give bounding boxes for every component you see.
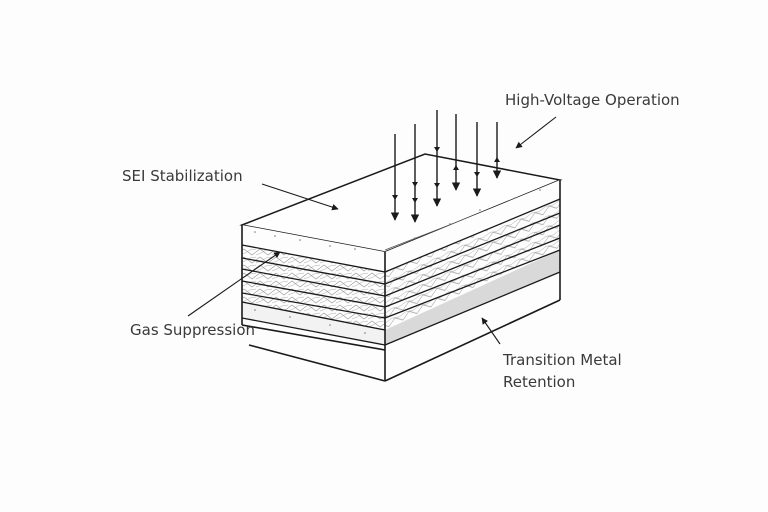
right-layer-region <box>385 199 560 330</box>
leader-lines <box>187 116 557 345</box>
block-outline <box>241 180 561 382</box>
leader-gas <box>187 251 281 317</box>
label-retention: Retention <box>503 373 576 391</box>
label-transition-metal: Transition Metal <box>503 351 622 369</box>
leader-tm <box>481 317 501 345</box>
front-lower-slab <box>242 302 385 345</box>
surface-dots <box>254 189 541 334</box>
right-layer-lines <box>384 198 561 346</box>
label-sei-stabilization: SEI Stabilization <box>122 167 243 185</box>
leader-sei <box>261 183 339 211</box>
arrow-midheads <box>392 147 500 203</box>
leader-high-voltage <box>515 116 557 149</box>
right-shaded-band <box>385 250 560 345</box>
label-high-voltage-operation: High-Voltage Operation <box>505 91 680 109</box>
label-gas-suppression: Gas Suppression <box>130 321 256 339</box>
incoming-arrows <box>390 110 502 223</box>
